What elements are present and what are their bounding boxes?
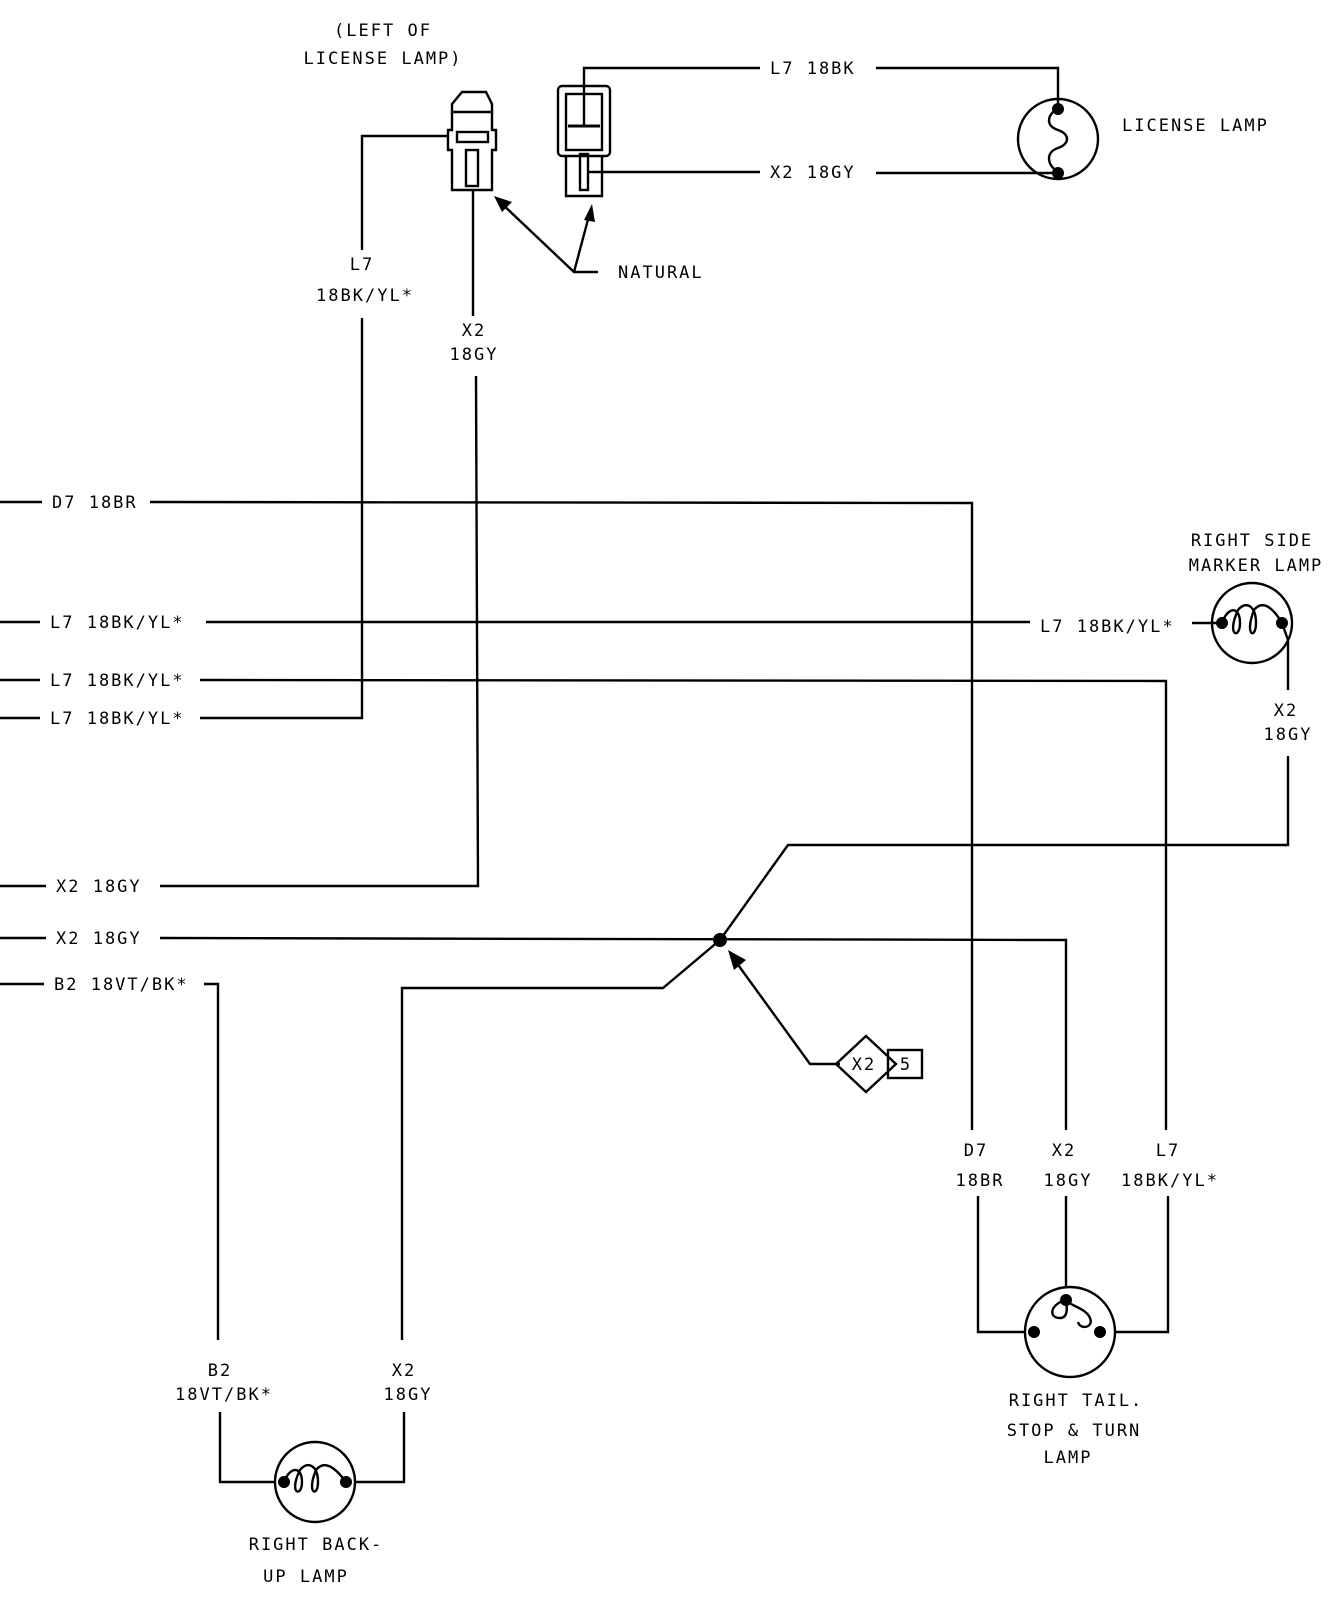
wire-label-l7-left-a: L7 18BK/YL*	[50, 613, 185, 633]
wire-label-x2-backup: X2	[392, 1361, 416, 1381]
connector-title-line1: (LEFT OF	[334, 21, 432, 41]
wire-label-b2-left: B2 18VT/BK*	[54, 975, 189, 995]
wire-label-l7-left-c: L7 18BK/YL*	[50, 709, 185, 729]
wire-label-x2-left-b: X2 18GY	[56, 929, 142, 949]
wire-label-18gy-backup: 18GY	[384, 1385, 433, 1405]
tail-lamp-label-line1: RIGHT TAIL.	[1009, 1391, 1144, 1411]
wire-label-x2-vert: X2	[462, 321, 486, 341]
wire-label-l7-marker: L7 18BK/YL*	[1040, 617, 1175, 637]
wire-label-d7-left: D7 18BR	[52, 493, 138, 513]
splice-number: 5	[900, 1055, 912, 1075]
wire-label-x2-tail: X2	[1052, 1141, 1076, 1161]
right-backup-lamp: RIGHT BACK- UP LAMP	[249, 1440, 384, 1587]
tail-lamp-label-line3: LAMP	[1044, 1448, 1093, 1468]
wire-label-l7-vert: L7	[350, 255, 374, 275]
wire-label-d7-tail: D7	[964, 1141, 988, 1161]
wire-label-18bkyl-vert: 18BK/YL*	[316, 286, 414, 306]
right-side-marker-lamp: RIGHT SIDE MARKER LAMP	[1189, 531, 1324, 665]
backup-lamp-label-line2: UP LAMP	[263, 1567, 349, 1587]
wire-label-l7-18bk-top: L7 18BK	[770, 59, 856, 79]
wire-label-x2-18gy-top: X2 18GY	[770, 163, 856, 183]
tail-lamp-label-line2: STOP & TURN	[1007, 1421, 1142, 1441]
wire-label-x2-left-a: X2 18GY	[56, 877, 142, 897]
backup-lamp-label-line1: RIGHT BACK-	[249, 1535, 384, 1555]
wire-label-b2-backup: B2	[208, 1361, 232, 1381]
wire-label-l7-left-b: L7 18BK/YL*	[50, 671, 185, 691]
wire-label-18gy-marker: 18GY	[1264, 725, 1313, 745]
connector-title-line2: LICENSE LAMP)	[303, 49, 462, 69]
wire-label-18gy-vert: 18GY	[450, 345, 499, 365]
splice-id: X2	[852, 1055, 876, 1075]
marker-lamp-label-line2: MARKER LAMP	[1189, 556, 1324, 576]
marker-lamp-label-line1: RIGHT SIDE	[1191, 531, 1313, 551]
left-license-connector: (LEFT OF LICENSE LAMP) NATURAL	[303, 21, 704, 283]
wire-label-18bkyl-tail: 18BK/YL*	[1121, 1171, 1219, 1191]
wire-label-l7-tail: L7	[1156, 1141, 1180, 1161]
wire-label-18br-tail: 18BR	[956, 1171, 1005, 1191]
license-lamp-label: LICENSE LAMP	[1122, 116, 1269, 136]
license-lamp: LICENSE LAMP	[1016, 97, 1269, 181]
wire-label-18vtbk-backup: 18VT/BK*	[175, 1385, 273, 1405]
wire-label-x2-marker: X2	[1274, 701, 1298, 721]
natural-label: NATURAL	[618, 263, 704, 283]
splice-x2-5: X2 5	[834, 1034, 924, 1094]
wire-label-18gy-tail: 18GY	[1044, 1171, 1093, 1191]
right-tail-lamp: RIGHT TAIL. STOP & TURN LAMP	[1007, 1285, 1144, 1468]
